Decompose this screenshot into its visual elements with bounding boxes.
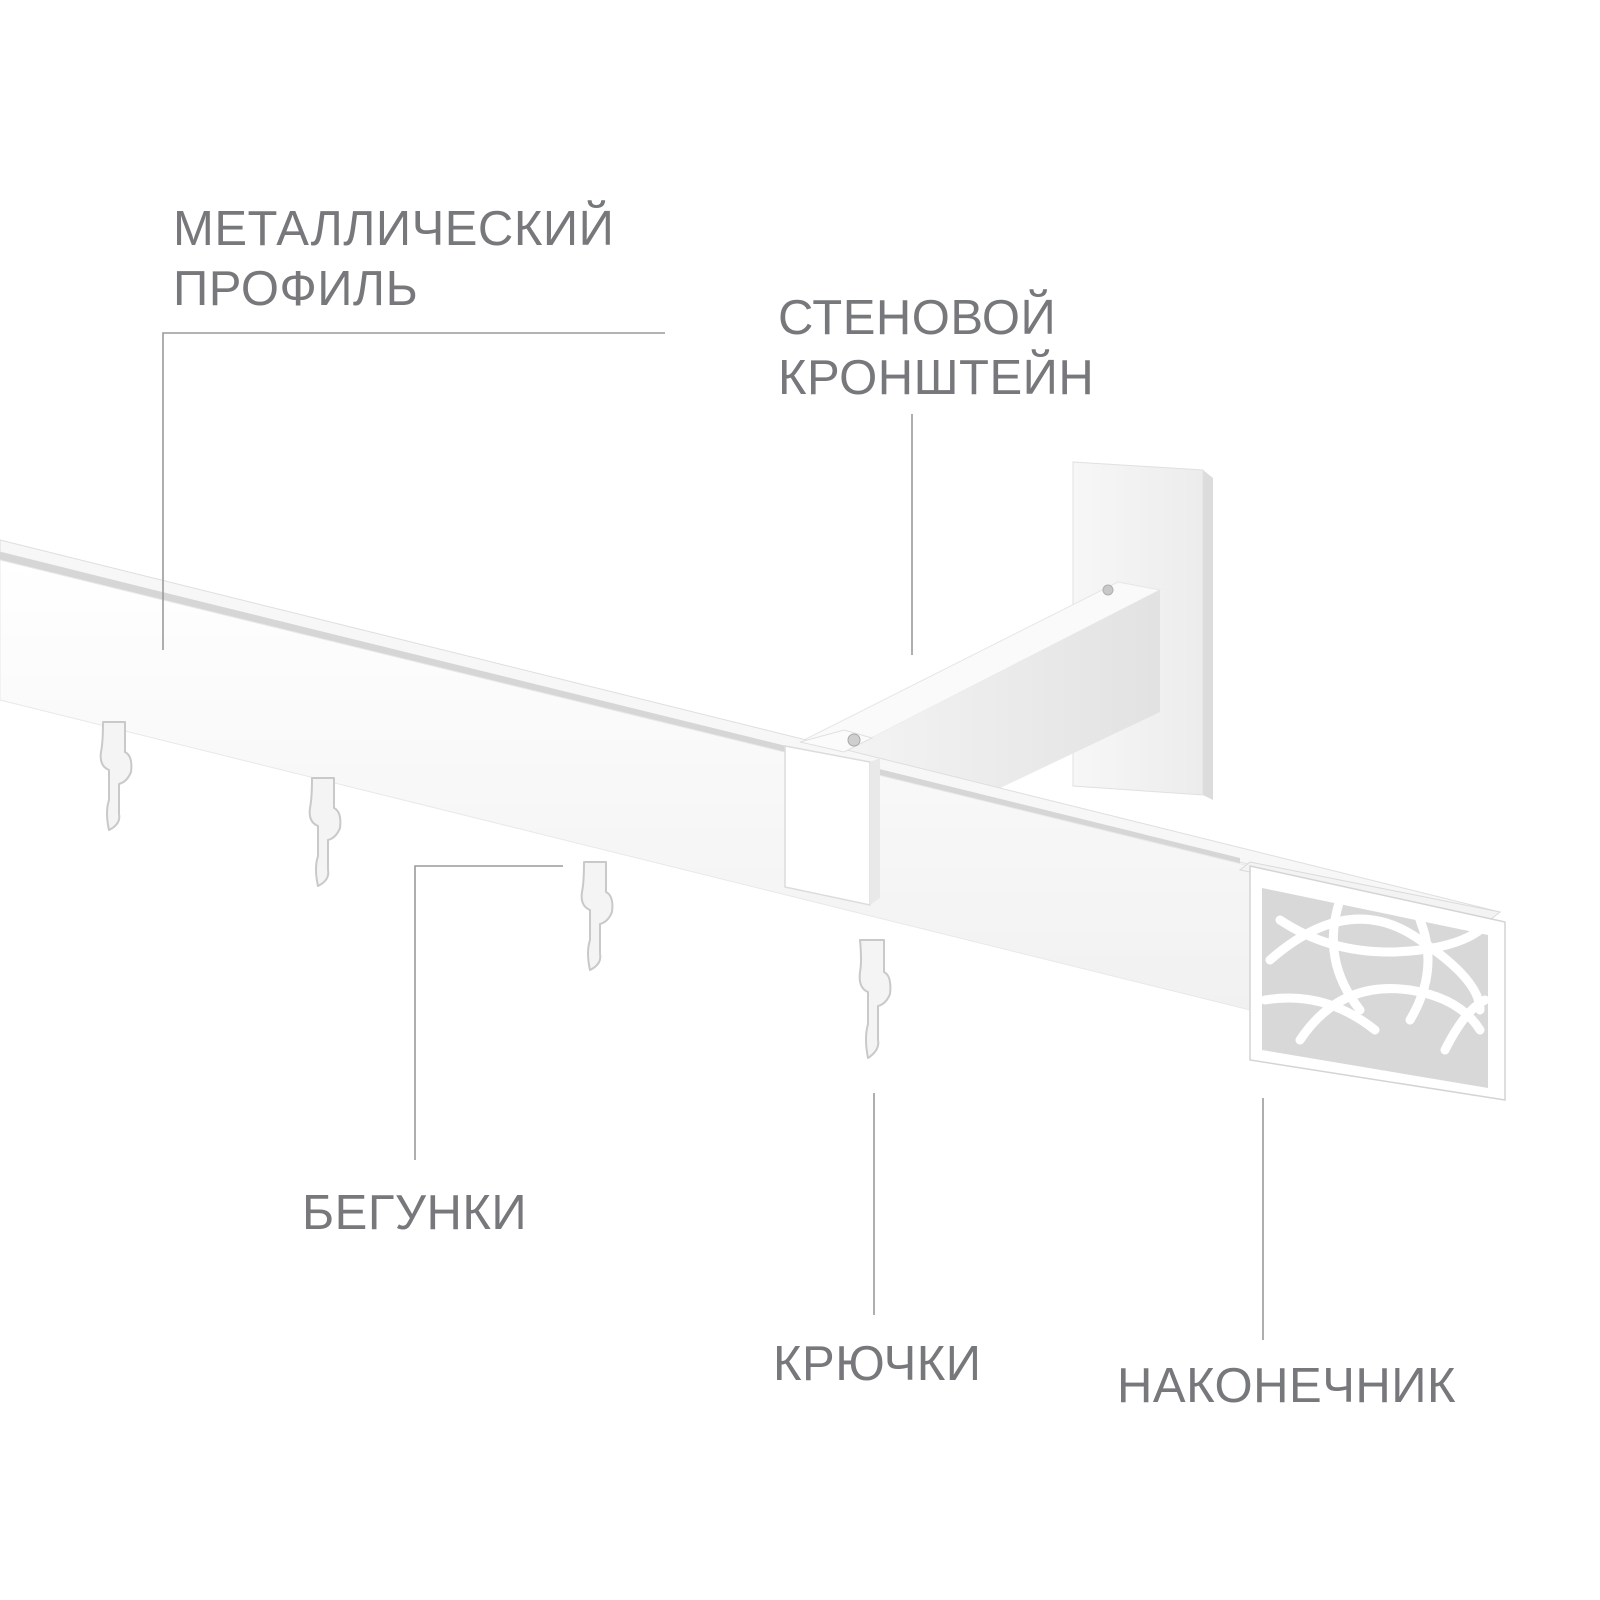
finial-end-cap (1238, 861, 1506, 1101)
wall-bracket (798, 461, 1213, 850)
clamp-side (870, 758, 880, 905)
label-metal-profile-line-2: ПРОФИЛЬ (173, 261, 419, 316)
label-wall-bracket: СТЕНОВОЙ КРОНШТЕЙН (778, 289, 1094, 409)
label-wall-bracket-line-1: СТЕНОВОЙ (778, 291, 1057, 345)
metal-profile-rail (0, 539, 1502, 1011)
label-runners: БЕГУНКИ (302, 1184, 527, 1244)
label-metal-profile-line-1: МЕТАЛЛИЧЕСКИЙ (173, 202, 615, 256)
runners-hooks (99, 721, 892, 1059)
hook-1 (99, 721, 133, 831)
label-hooks-line-1: КРЮЧКИ (773, 1337, 982, 1391)
label-metal-profile: МЕТАЛЛИЧЕСКИЙ ПРОФИЛЬ (173, 200, 614, 320)
label-finial: НАКОНЕЧНИК (1117, 1357, 1456, 1417)
hook-4 (858, 939, 892, 1059)
label-hooks: КРЮЧКИ (773, 1335, 982, 1395)
label-finial-line-1: НАКОНЕЧНИК (1117, 1359, 1457, 1413)
bracket-screw (1102, 584, 1114, 596)
finial-leaf-pattern (1260, 895, 1490, 1055)
hook-2 (308, 777, 342, 887)
clamp-front (784, 745, 871, 906)
label-wall-bracket-line-2: КРОНШТЕЙН (778, 350, 1095, 405)
bracket-plate-side (1203, 470, 1213, 800)
label-runners-line-1: БЕГУНКИ (302, 1186, 528, 1240)
leader-lines (162, 332, 1264, 1340)
leader-runners (414, 865, 563, 1160)
bracket-clamp (784, 729, 880, 906)
clamp-screw (847, 733, 861, 747)
leader-profile (162, 332, 665, 650)
hook-3 (580, 861, 614, 971)
